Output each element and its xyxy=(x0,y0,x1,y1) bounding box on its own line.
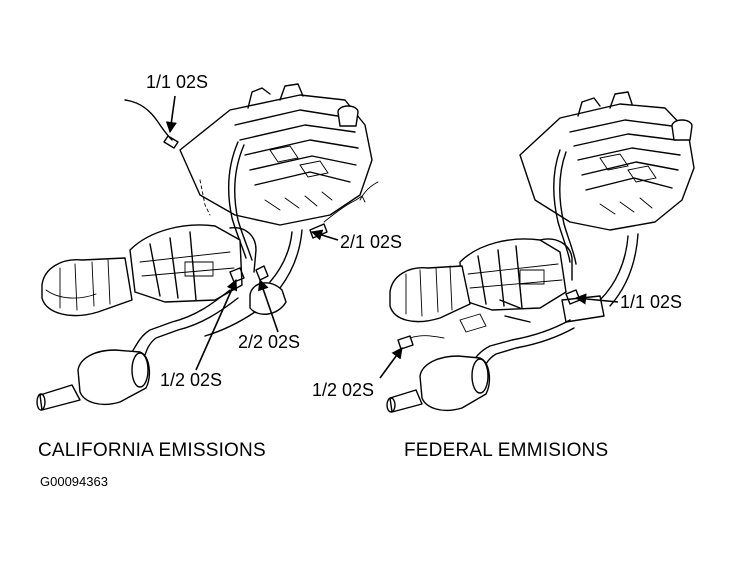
leader-line xyxy=(165,95,177,134)
callout-california-1-1-02s: 1/1 02S xyxy=(146,72,209,92)
callout-california-2-2-02s: 2/2 02S xyxy=(238,332,301,352)
callout-leaders xyxy=(165,95,619,379)
leader-line xyxy=(195,278,238,371)
callout-federal-1-1-02s: 1/1 02S xyxy=(620,292,683,312)
callout-california-1-2-02s: 1/2 02S xyxy=(160,370,223,390)
california-engine-drawing xyxy=(36,83,379,411)
figure-id: G00094363 xyxy=(40,474,108,489)
callout-california-2-1-02s: 2/1 02S xyxy=(340,232,403,252)
federal-engine-drawing xyxy=(386,91,695,413)
callout-federal-1-2-02s: 1/2 02S xyxy=(312,380,375,400)
caption-california-emissions: CALIFORNIA EMISSIONS xyxy=(38,440,266,461)
caption-federal-emissions: FEDERAL EMMISIONS xyxy=(404,440,609,461)
leader-line xyxy=(258,278,279,333)
leader-line xyxy=(379,347,403,379)
leader-line xyxy=(310,229,339,241)
leader-line xyxy=(574,293,619,305)
